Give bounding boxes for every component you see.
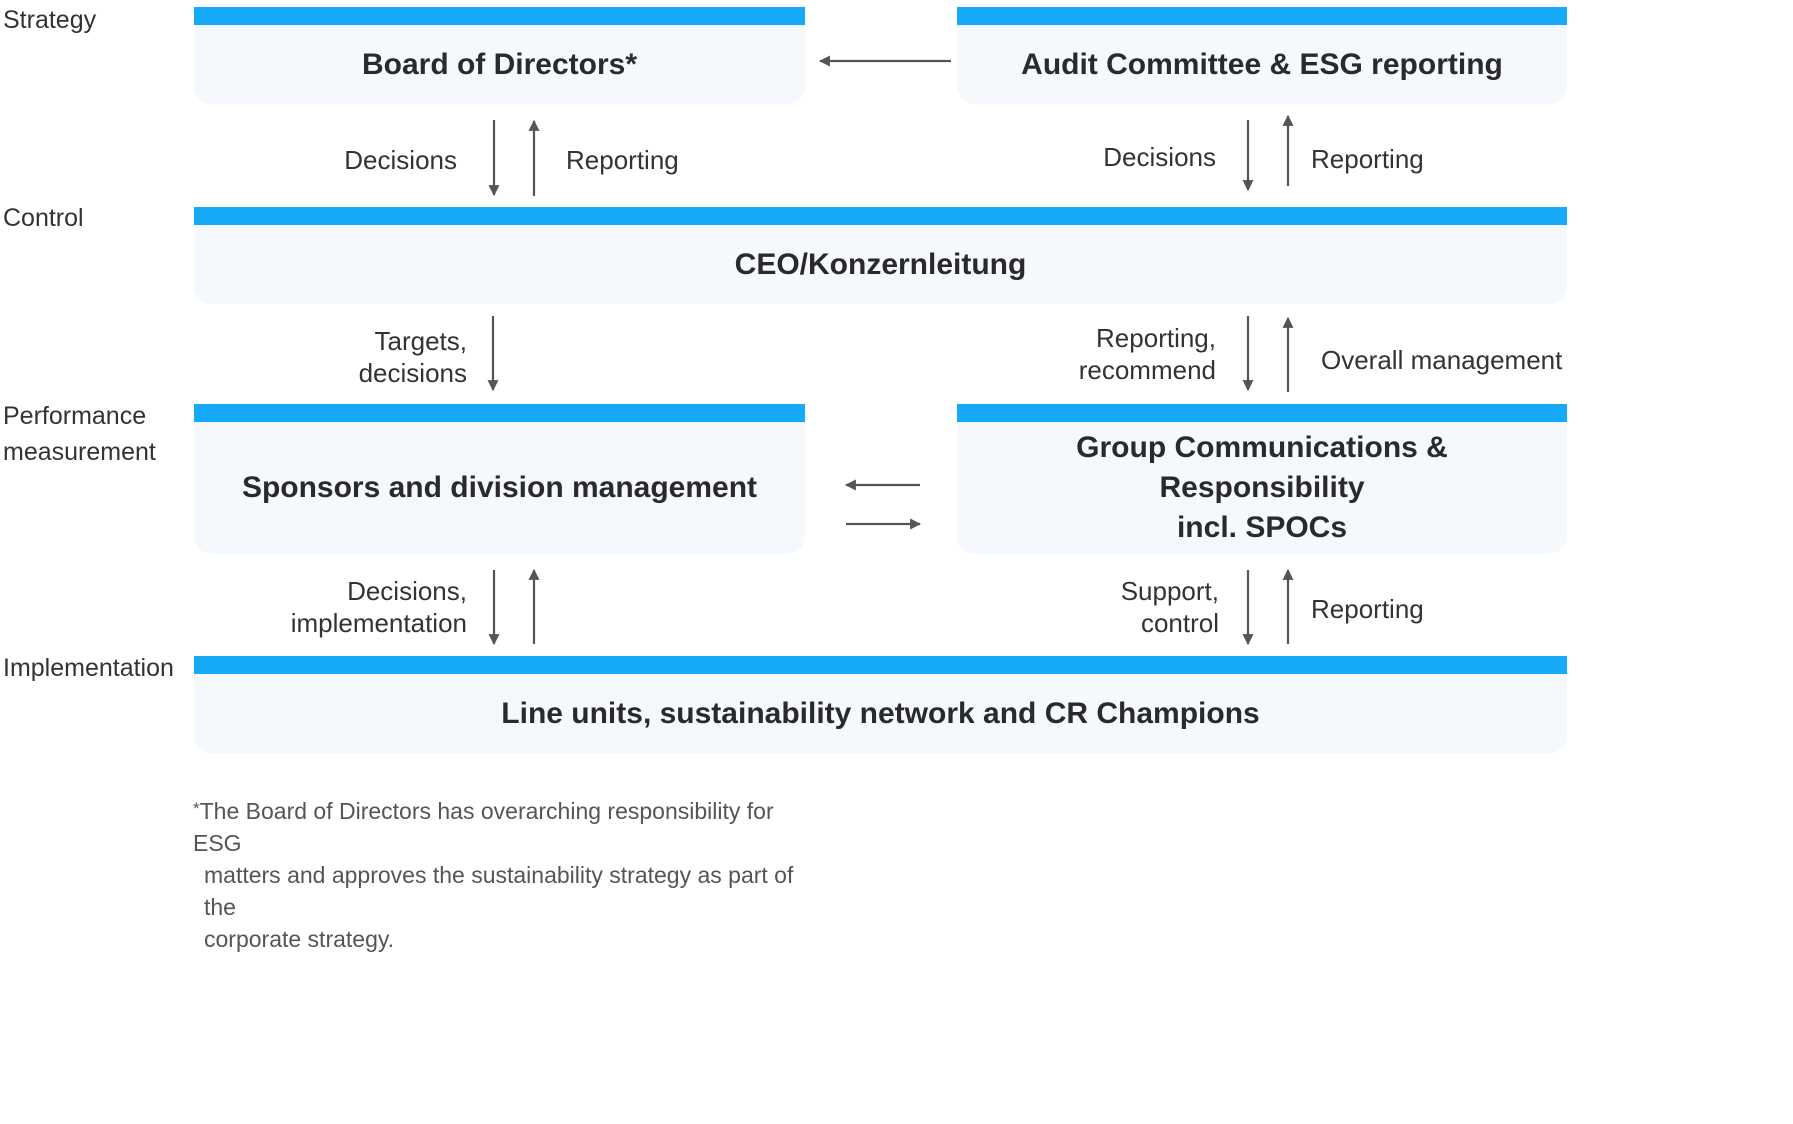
sponsors-box: Sponsors and division management <box>194 404 805 554</box>
label-ceo-group-reporting: Reporting, recommend <box>1079 322 1216 386</box>
line-units-box: Line units, sustainability network and C… <box>194 656 1567 753</box>
label-ceo-sponsors-line2: decisions <box>358 358 467 388</box>
group-communications-box: Group Communications & Responsibility in… <box>957 404 1567 554</box>
footnote-line3: corporate strategy. <box>204 926 395 952</box>
label-sponsors-line-line1: Decisions, <box>347 576 467 606</box>
audit-committee-box: Audit Committee & ESG reporting <box>957 7 1567 104</box>
sponsors-title: Sponsors and division management <box>241 471 758 504</box>
label-sponsors-line-decisions: Decisions, implementation <box>291 575 467 639</box>
board-of-directors-box: Board of Directors* <box>194 7 805 104</box>
label-group-line-line1: Support, <box>1120 576 1219 606</box>
footnote-text-line1: The Board of Directors has overarching r… <box>193 798 774 856</box>
label-ceo-sponsors-targets: Targets, decisions <box>359 325 467 389</box>
label-ceo-group-overall-management: Overall management <box>1321 345 1563 375</box>
footnote: *The Board of Directors has overarching … <box>193 795 813 955</box>
footnote-line1: *The Board of Directors has overarching … <box>193 795 813 859</box>
label-ceo-group-line2: recommend <box>1078 355 1216 385</box>
label-group-line-support: Support, control <box>1121 575 1219 639</box>
level-label-implementation: Implementation <box>3 654 174 682</box>
label-board-ceo-decisions: Decisions <box>344 145 457 175</box>
line-units-title: Line units, sustainability network and C… <box>501 696 1260 730</box>
label-group-line-line2: control <box>1140 608 1219 638</box>
level-label-performance-measurement: Performance measurement <box>3 402 156 466</box>
level-label-strategy: Strategy <box>3 6 97 34</box>
footnote-line2: matters and approves the sustainability … <box>204 862 794 920</box>
footnote-marker: * <box>193 799 200 818</box>
label-ceo-sponsors-line1: Targets, <box>374 326 468 356</box>
ceo-box: CEO/Konzernleitung <box>194 207 1567 304</box>
label-board-ceo-reporting: Reporting <box>566 145 679 175</box>
group-communications-title-line1: Group Communications & Responsibility <box>1076 431 1448 504</box>
board-of-directors-title: Board of Directors* <box>361 47 638 81</box>
audit-committee-title: Audit Committee & ESG reporting <box>1021 47 1503 81</box>
level-label-control: Control <box>3 204 84 232</box>
group-communications-title-line2: incl. SPOCs <box>1176 511 1348 544</box>
label-audit-ceo-decisions: Decisions <box>1103 142 1216 172</box>
label-group-line-reporting: Reporting <box>1311 594 1424 624</box>
label-ceo-group-line1: Reporting, <box>1096 323 1216 353</box>
label-sponsors-line-line2: implementation <box>290 608 467 638</box>
label-audit-ceo-reporting: Reporting <box>1311 144 1424 174</box>
ceo-title: CEO/Konzernleitung <box>734 247 1027 281</box>
